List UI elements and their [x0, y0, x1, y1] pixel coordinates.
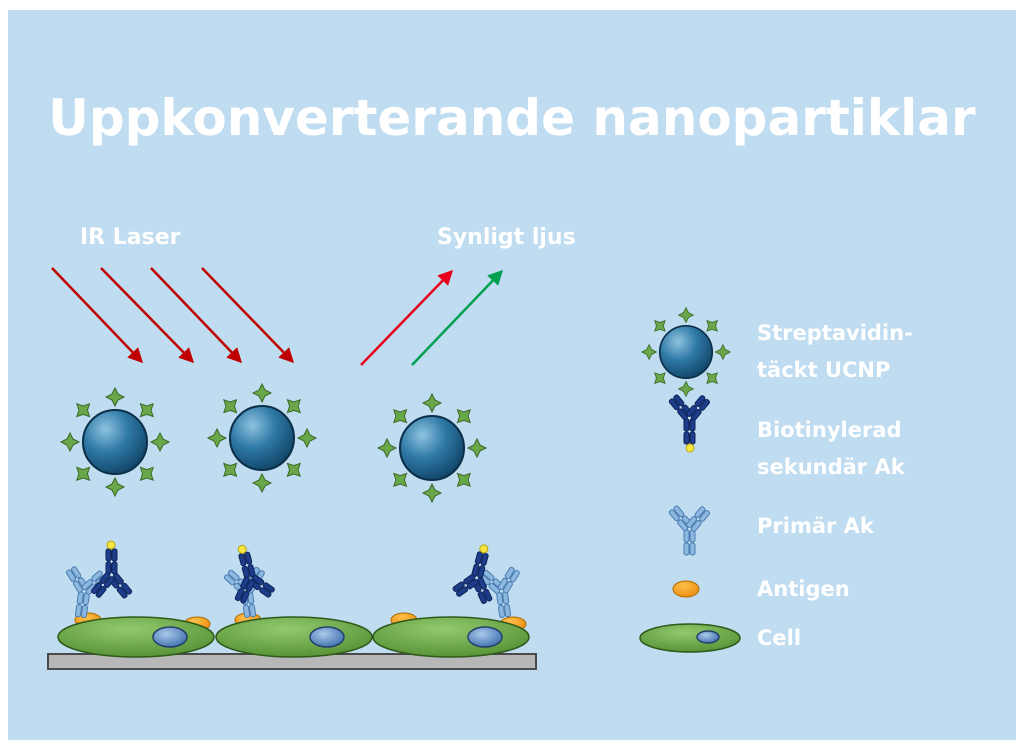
nucleus [152, 626, 188, 648]
cell [372, 616, 530, 658]
cell [215, 616, 373, 658]
cell [57, 616, 215, 658]
ir-laser-arrows [51, 267, 295, 364]
legend-antigen-label: Antigen [757, 577, 850, 601]
legend-ucnp-label-line1: Streptavidin- [757, 321, 913, 345]
legend-secondary-label-line1: Biotinylerad [757, 418, 902, 442]
green-emission-arrow [411, 269, 504, 366]
red-emission-arrow [360, 269, 454, 366]
ucnp [378, 394, 486, 502]
legend-primary-label: Primär Ak [757, 514, 875, 538]
page-title: Uppkonverterande nanopartiklar [48, 89, 976, 147]
cells [57, 616, 530, 658]
ir-laser-label: IR Laser [80, 225, 181, 250]
legend-secondary-label-line2: sekundär Ak [757, 455, 906, 479]
ir-arrow [100, 267, 195, 364]
nucleus [467, 626, 503, 648]
ucnp [208, 384, 316, 492]
legend-ucnp-icon [642, 308, 731, 397]
visible-light-label: Synligt ljus [437, 225, 576, 250]
legend-antigen-icon [672, 580, 700, 598]
ir-arrow [51, 267, 144, 364]
legend-ucnp-label-line2: täckt UCNP [757, 358, 890, 382]
legend: Streptavidin- täckt UCNP Biotinylerad se… [639, 308, 913, 653]
legend-cell-icon [639, 623, 741, 653]
legend-cell-label: Cell [757, 626, 801, 650]
ucnp [61, 388, 169, 496]
ir-arrow [201, 267, 295, 364]
ir-arrow [150, 267, 243, 364]
nucleus [309, 626, 345, 648]
